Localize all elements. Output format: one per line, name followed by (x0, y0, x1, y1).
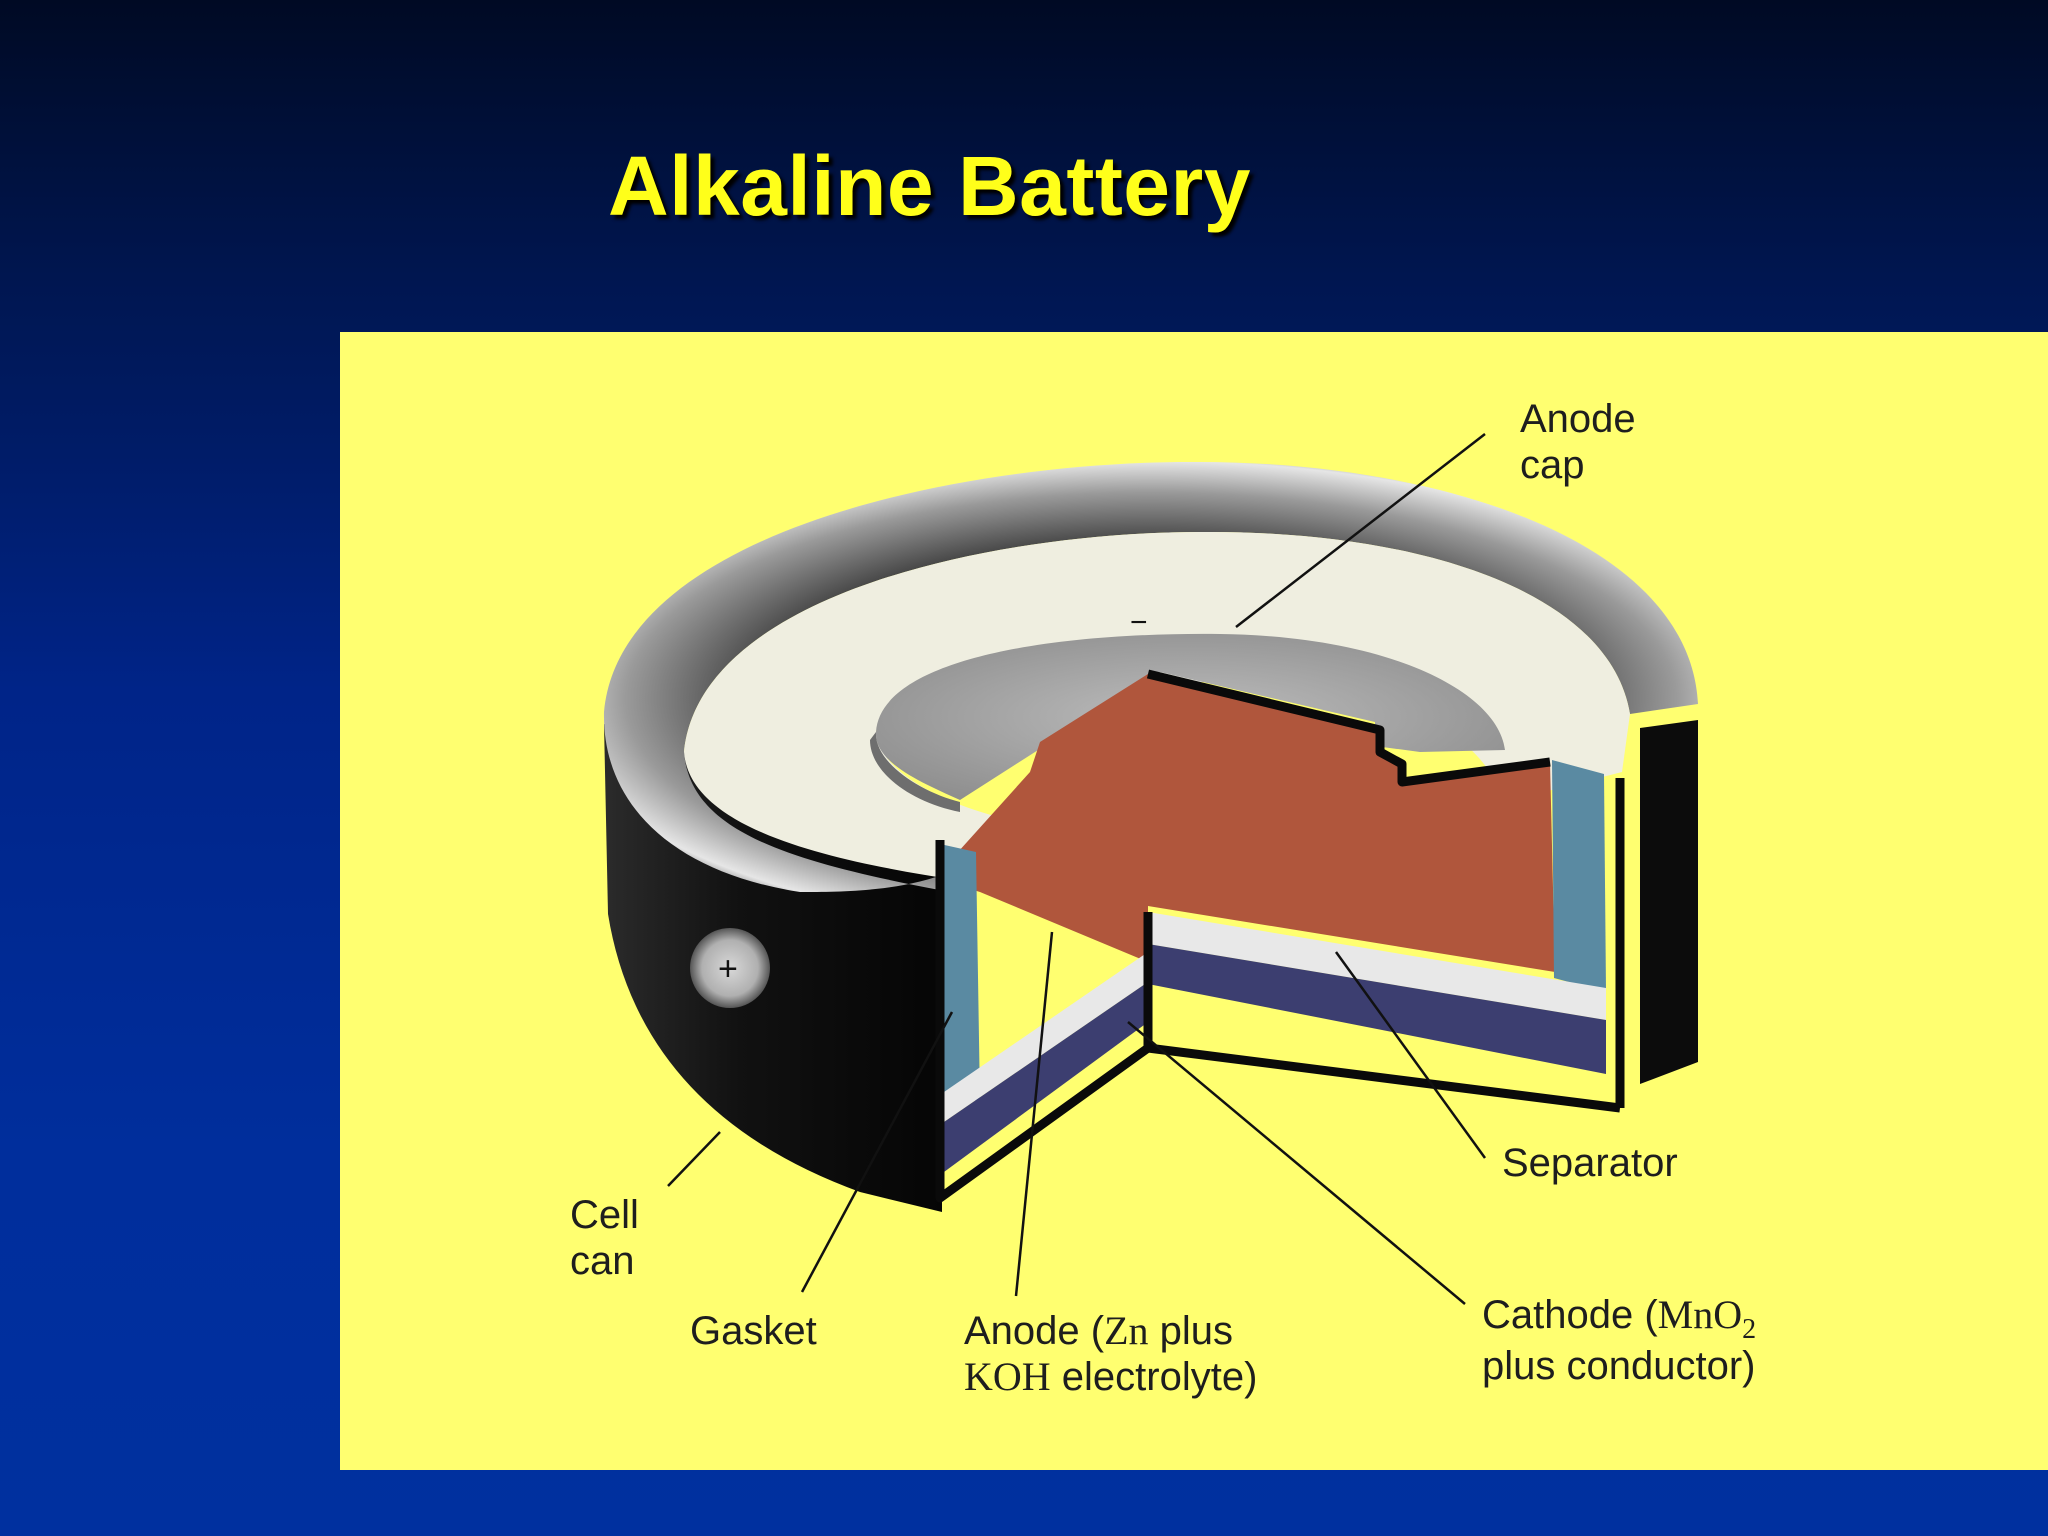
leader-cathode (1127, 1021, 1466, 1305)
label-anode-electrolyte: electrolyte) (1050, 1355, 1258, 1399)
label-cathode-chem-mno: MnO (1657, 1292, 1743, 1337)
label-cathode-prefix: Cathode ( (1482, 1293, 1658, 1337)
label-cell-can-line2: can (570, 1239, 635, 1283)
label-cathode-subscript: 2 (1742, 1314, 1757, 1345)
leader-cell-can (667, 1131, 721, 1187)
label-cell-can-line1: Cell (570, 1193, 639, 1237)
leader-anode-cap (1235, 433, 1486, 628)
minus-terminal-sign: − (1130, 606, 1148, 639)
plus-terminal-icon: + (690, 928, 770, 1008)
slide-title: Alkaline Battery (608, 139, 1251, 233)
label-cathode-line1: Cathode (MnO2 (1482, 1292, 1757, 1345)
cutaway-outline (935, 669, 1625, 1203)
anode-cap (870, 633, 1505, 812)
label-gasket: Gasket (690, 1309, 817, 1353)
label-anode-chem-koh: KOH (964, 1354, 1051, 1399)
label-anode-chem-zn: Zn (1104, 1308, 1149, 1353)
leader-gasket (800, 1011, 954, 1293)
label-separator: Separator (1502, 1141, 1678, 1185)
label-anode-cap-line2: cap (1520, 443, 1585, 487)
label-anode-line1: Anode (Zn plus (964, 1308, 1257, 1354)
label-cathode: Cathode (MnO2 plus conductor) (1482, 1292, 1756, 1389)
label-cathode-line2: plus conductor) (1482, 1344, 1756, 1388)
label-anode-prefix: Anode ( (964, 1309, 1105, 1353)
label-anode: Anode (Zn plus KOH electrolyte) (964, 1308, 1257, 1400)
label-anode-cap-line1: Anode (1520, 397, 1636, 441)
label-anode-line2: KOH electrolyte) (964, 1354, 1257, 1400)
label-anode-suffix: plus (1148, 1309, 1234, 1353)
label-anode-cap: Anode cap (1520, 396, 1636, 488)
separator-layer (944, 912, 1606, 1122)
anode-material (940, 674, 1555, 972)
leader-lines (667, 433, 1487, 1305)
gasket (940, 760, 1606, 1102)
battery-cutaway-illustration: − + (603, 433, 1698, 1305)
plus-terminal-sign: + (718, 950, 738, 988)
leader-anode (1014, 931, 1054, 1297)
battery-diagram-panel: − + Anode cap Separator Cell can Gasket … (340, 332, 2048, 1470)
label-cell-can: Cell can (570, 1192, 639, 1284)
cell-can-rim (603, 461, 1698, 892)
leader-separator (1334, 951, 1487, 1159)
